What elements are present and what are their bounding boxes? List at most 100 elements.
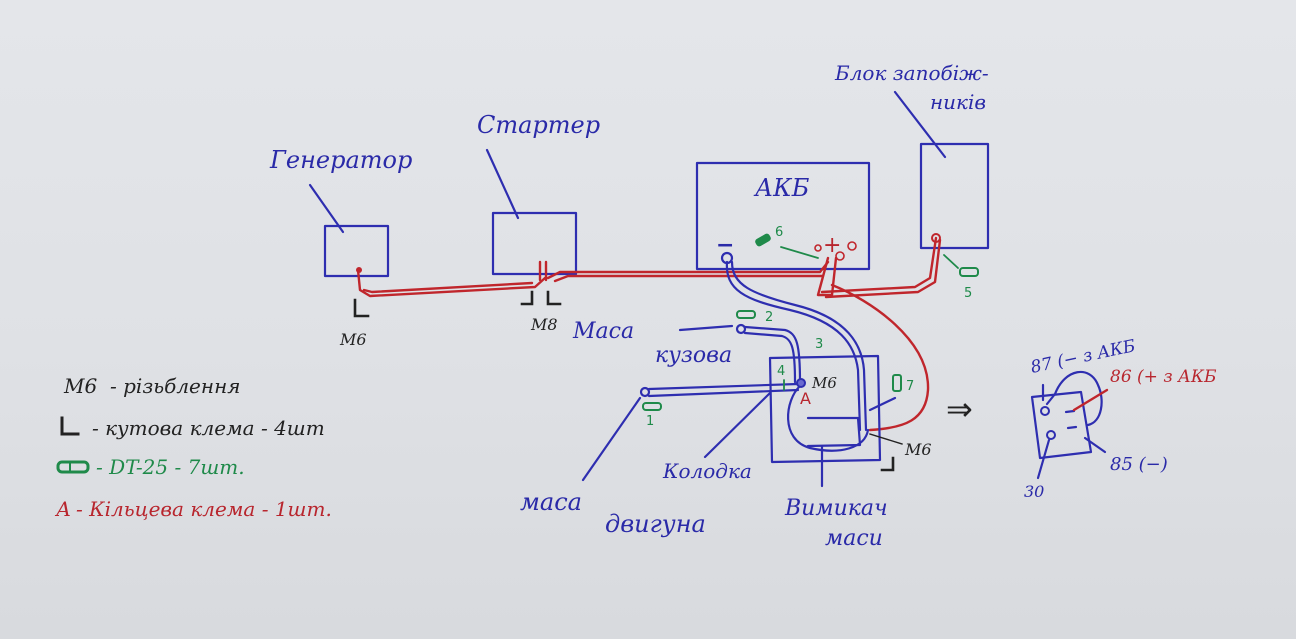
cable-generator-starter xyxy=(356,268,547,298)
battery: АКБ − + xyxy=(695,161,871,271)
body-ground-label-line1: Маса xyxy=(572,319,634,344)
terminal-1-number: 1 xyxy=(646,414,654,429)
generator: Генератор xyxy=(269,146,412,278)
legend: М6 - різьблення - кутова клема - 4шт - D… xyxy=(54,374,332,521)
cable-starter-battery xyxy=(546,260,830,280)
angle-clamp-starter-right-icon xyxy=(546,290,562,306)
starter-label: Стартер xyxy=(477,111,600,139)
cable-battery-relay-86 xyxy=(830,283,930,432)
relay-detail: 87 (− з АКБ 86 (+ з АКБ 85 (−) 30 xyxy=(1024,336,1217,501)
legend-text-thread: - різьблення xyxy=(110,374,240,398)
terminal-5-number: 5 xyxy=(964,286,972,301)
ground-cables xyxy=(639,260,868,432)
relay-wire-30 xyxy=(1036,438,1051,480)
battery-label: АКБ xyxy=(753,174,810,202)
dt25-terminal-2-icon xyxy=(736,310,756,319)
engine-ground-label-line1: маса xyxy=(520,488,582,516)
relay-pin-86-label: 86 (+ з АКБ xyxy=(1110,367,1217,387)
relay-wire-87 xyxy=(1045,370,1103,427)
angle-clamp-starter-left-icon xyxy=(520,290,534,306)
engine-ground-leader-line xyxy=(581,396,642,482)
thread-m6-generator: М6 xyxy=(339,330,367,349)
battery-plus-bolt-small xyxy=(814,244,822,252)
fuse-block: Блок запобіж- ників xyxy=(834,61,990,250)
engine-ground-ring xyxy=(639,386,651,398)
relay-wire-86 xyxy=(1072,388,1109,412)
ground-switch-label-line2: маси xyxy=(825,526,883,551)
body-ground-ring xyxy=(735,323,747,335)
terminal-7-number: 7 xyxy=(906,379,914,394)
fuse-block-leader-line xyxy=(893,90,947,159)
dt25-terminals: 6 5 2 3 4 1 7 xyxy=(642,225,979,429)
legend-angle-clamp-icon xyxy=(60,416,80,436)
ground-switch-body xyxy=(806,416,862,448)
terminal-6-number: 6 xyxy=(775,225,783,240)
cable-generator-starter-inner xyxy=(362,281,534,294)
relay-pin-85-label: 85 (−) xyxy=(1110,454,1168,475)
generator-leader-line xyxy=(308,183,345,234)
cable-engine-ground xyxy=(647,382,800,391)
legend-text-ring-terminal: - Кільцева клема - 1шт. xyxy=(76,497,332,521)
dt25-terminal-1-icon xyxy=(642,402,662,411)
cable-battery-minus-switch-inner xyxy=(730,260,868,432)
relay-pin-85-slot xyxy=(1066,425,1078,430)
dt25-terminal-6-leader xyxy=(780,246,819,259)
angle-clamp-generator-icon xyxy=(353,298,370,318)
fuse-block-box xyxy=(919,142,990,250)
generator-box xyxy=(323,224,390,278)
terminal-7-leader-line xyxy=(868,396,897,412)
generator-label: Генератор xyxy=(269,146,412,174)
fuse-block-label-line1: Блок запобіж- xyxy=(834,61,989,85)
cable-battery-minus-switch xyxy=(725,260,862,432)
dt25-terminal-5-icon xyxy=(959,267,979,277)
relay-pin-30 xyxy=(1046,430,1056,440)
battery-minus-terminal: − xyxy=(716,233,734,258)
relay-body xyxy=(1030,390,1093,460)
connector-label: Колодка xyxy=(662,459,752,483)
body-ground-label-line2: кузова xyxy=(655,343,732,368)
terminal-3-number: 3 xyxy=(815,337,823,352)
terminal-2-number: 2 xyxy=(765,310,773,325)
thread-m8-starter: М8 xyxy=(530,315,558,334)
battery-plus-terminal: + xyxy=(823,233,841,258)
dt25-terminal-7-icon xyxy=(892,374,902,392)
ground-switch-housing xyxy=(768,354,882,464)
cable-body-ground xyxy=(743,325,802,384)
starter-leader-line xyxy=(485,148,520,220)
fuse-block-terminal xyxy=(931,233,941,243)
cable-engine-ground-inner xyxy=(647,388,800,398)
legend-text-dt25: - DT-25 - 7шт. xyxy=(96,455,245,479)
ground-switch: М6 А М6 xyxy=(703,354,932,488)
relay-wire-85 xyxy=(1083,436,1107,454)
ground-switch-label-line1: Вимикач xyxy=(784,496,888,521)
engine-ground-label-line2: двигуна xyxy=(605,510,706,538)
legend-dt25-icon xyxy=(56,460,90,474)
relay-pin-30-label: 30 xyxy=(1024,482,1044,501)
relay-pin-86-slot xyxy=(1064,409,1076,414)
ground-switch-connector-loop xyxy=(787,384,870,452)
battery-box xyxy=(695,161,871,271)
positive-cables xyxy=(356,233,942,432)
starter: Стартер xyxy=(477,111,600,276)
legend-symbol-ring: А xyxy=(54,497,71,521)
cable-battery-fuse-block-inner xyxy=(824,238,942,299)
switch-m6-leader xyxy=(869,433,903,445)
fuse-block-label-line2: ників xyxy=(930,90,986,114)
dt25-terminal-5-leader xyxy=(943,254,959,269)
angle-clamps xyxy=(353,290,895,472)
dt25-terminal-6-icon xyxy=(755,233,771,247)
body-ground-leader-line xyxy=(678,324,734,332)
connector-leader-line xyxy=(703,391,772,459)
cable-starter-battery-inner xyxy=(553,274,824,283)
ground-switch-m6-stud xyxy=(796,378,806,388)
battery-plus-bolt xyxy=(847,241,857,251)
starter-box xyxy=(491,211,578,276)
legend-symbol-m6: М6 xyxy=(63,374,97,398)
battery-plus-stud xyxy=(835,251,845,261)
cable-battery-fuse-block xyxy=(820,236,938,294)
relay-pin-87 xyxy=(1040,406,1050,416)
battery-plus-lug xyxy=(816,256,838,297)
thread-m6-switch-side: М6 xyxy=(904,440,932,459)
